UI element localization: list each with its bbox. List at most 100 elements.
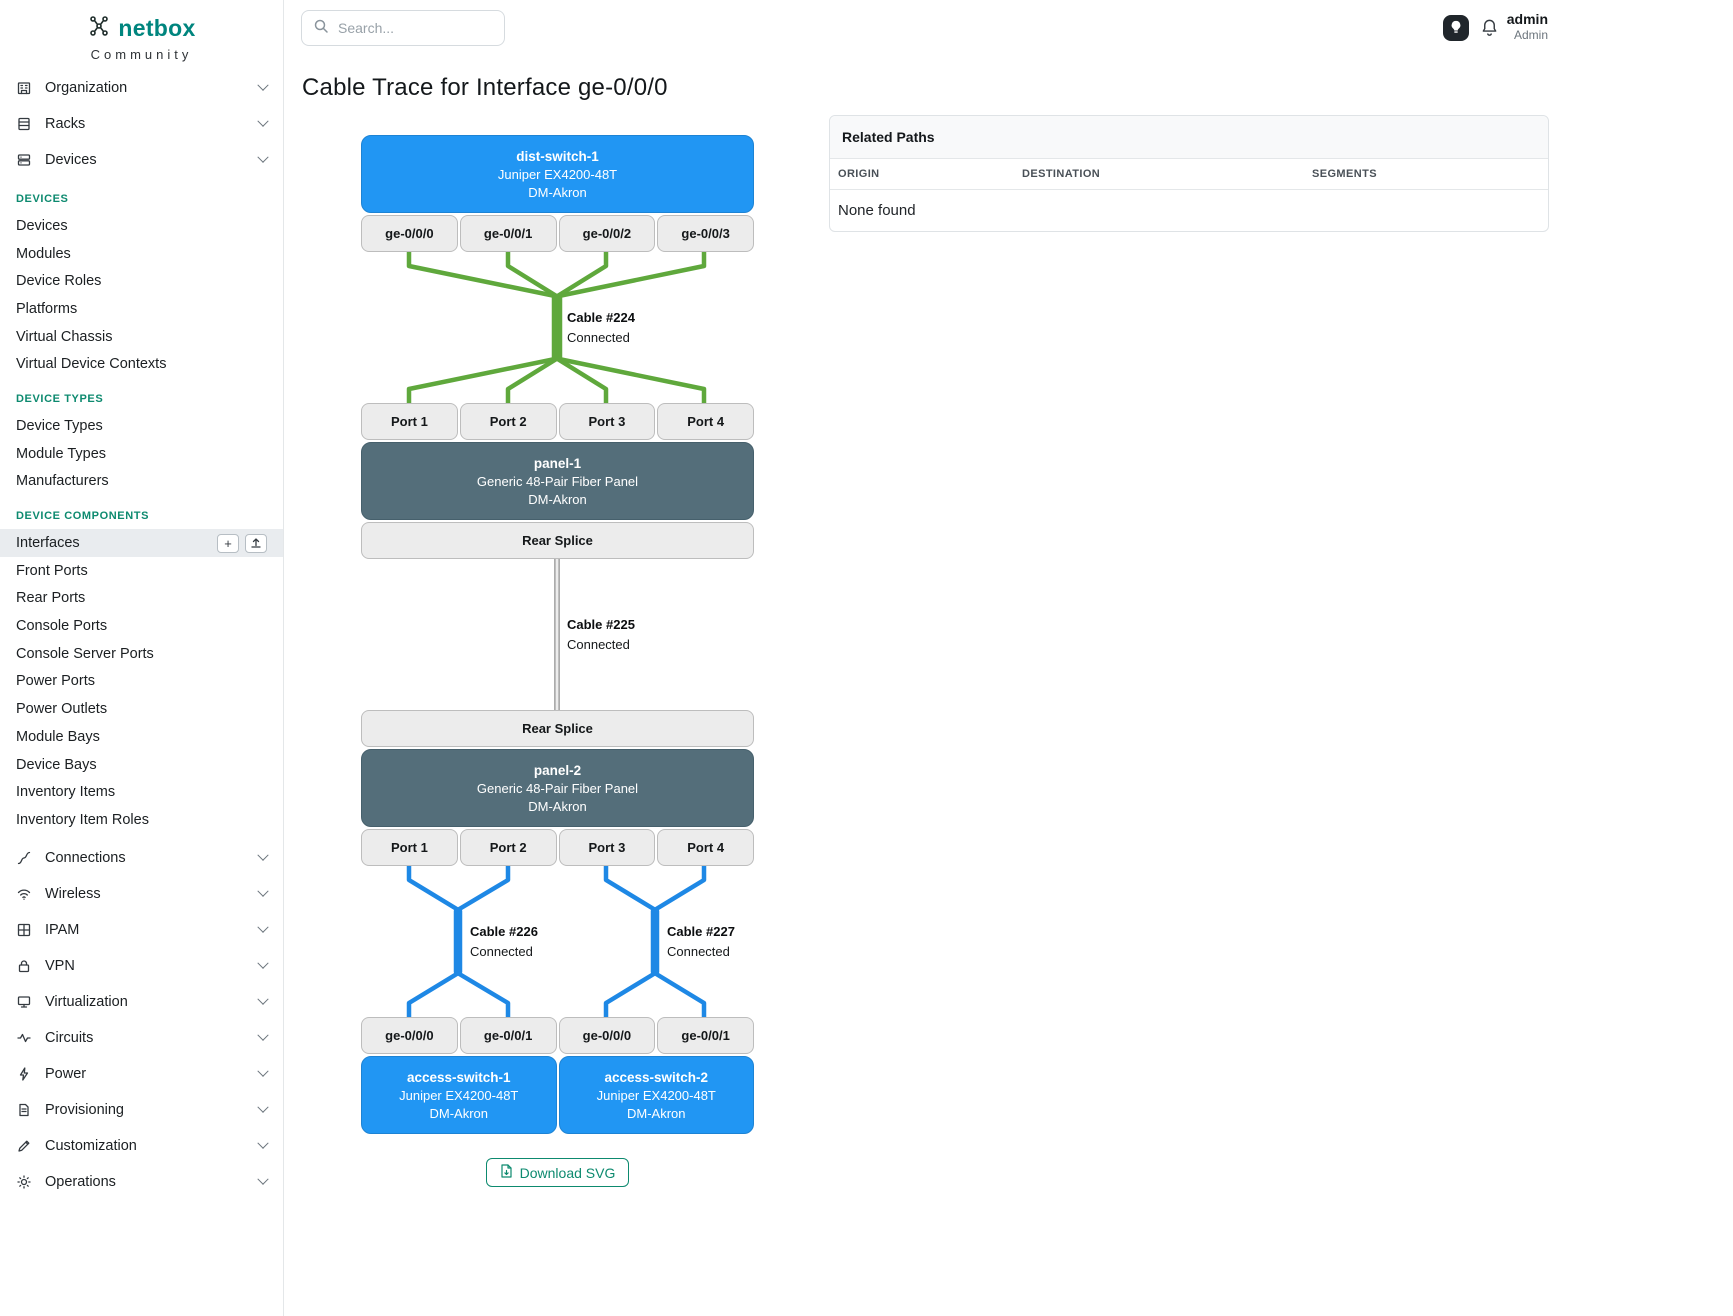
front-port-box[interactable]: Port 3 — [558, 829, 656, 866]
username: admin — [1506, 11, 1548, 27]
device-model: Juniper EX4200-48T — [596, 1087, 716, 1103]
trace-node-panel-1[interactable]: panel-1 Generic 48-Pair Fiber Panel DM-A… — [361, 442, 754, 520]
chevron-down-icon — [257, 151, 269, 163]
sidebar-group-label: IPAM — [45, 921, 80, 938]
sidebar-item-device-bays[interactable]: Device Bays — [16, 756, 97, 773]
cable-226-label[interactable]: Cable #226 Connected — [470, 924, 538, 959]
sidebar-item-power-outlets[interactable]: Power Outlets — [16, 701, 108, 718]
cable-icon — [16, 850, 34, 866]
column-destination: DESTINATION — [1022, 168, 1101, 180]
interface-box[interactable]: ge-0/0/1 — [459, 1017, 557, 1054]
interface-box[interactable]: ge-0/0/3 — [657, 215, 754, 252]
sidebar-item-module-bays[interactable]: Module Bays — [16, 728, 100, 745]
chevron-down-icon — [257, 1173, 269, 1185]
cable-225-label[interactable]: Cable #225 Connected — [567, 617, 635, 652]
sidebar-item-device-roles[interactable]: Device Roles — [16, 273, 102, 290]
sidebar-item-inventory-items[interactable]: Inventory Items — [16, 784, 116, 801]
sidebar-item-operations[interactable]: Operations — [0, 1164, 283, 1200]
trace-node-access-switch-2[interactable]: access-switch-2 Juniper EX4200-48T DM-Ak… — [558, 1056, 754, 1134]
rack-icon — [16, 116, 34, 132]
netbox-logo-icon — [87, 14, 111, 43]
page-title: Cable Trace for Interface ge-0/0/0 — [302, 74, 668, 101]
main-content: admin Admin Cable Trace for Interface ge… — [285, 0, 1733, 1316]
theme-toggle-button[interactable] — [1443, 15, 1469, 41]
front-port-box[interactable]: Port 2 — [459, 829, 557, 866]
sidebar-group-label: Circuits — [45, 1029, 94, 1046]
device-site: DM-Akron — [528, 798, 587, 814]
sidebar-item-provisioning[interactable]: Provisioning — [0, 1092, 283, 1128]
sidebar-item-modules[interactable]: Modules — [16, 245, 71, 262]
sidebar-item-module-types[interactable]: Module Types — [16, 445, 107, 462]
device-name: dist-switch-1 — [516, 148, 599, 164]
interface-box[interactable]: ge-0/0/1 — [459, 215, 557, 252]
interface-box[interactable]: ge-0/0/1 — [657, 1017, 754, 1054]
sidebar-item-customization[interactable]: Customization — [0, 1128, 283, 1164]
interface-box[interactable]: ge-0/0/2 — [558, 215, 656, 252]
sidebar-item-circuits[interactable]: Circuits — [0, 1020, 283, 1056]
user-role: Admin — [1513, 28, 1548, 42]
trace-node-access-switch-1[interactable]: access-switch-1 Juniper EX4200-48T DM-Ak… — [361, 1056, 557, 1134]
sidebar-group-label: Connections — [45, 849, 126, 866]
bolt-icon — [16, 1066, 34, 1082]
front-port-box[interactable]: Port 1 — [361, 829, 458, 866]
logo-text: netbox — [118, 14, 196, 41]
sidebar-item-inventory-item-roles[interactable]: Inventory Item Roles — [16, 811, 149, 828]
sidebar-item-wireless[interactable]: Wireless — [0, 876, 283, 912]
sidebar-item-virtualization[interactable]: Virtualization — [0, 984, 283, 1020]
cable-227-label[interactable]: Cable #227 Connected — [667, 924, 735, 959]
device-site: DM-Akron — [429, 1105, 488, 1121]
sidebar-item-device-types[interactable]: Device Types — [16, 417, 103, 434]
sidebar-item-console-ports[interactable]: Console Ports — [16, 618, 108, 635]
import-interfaces-button[interactable] — [245, 533, 267, 553]
sidebar-item-virtual-chassis[interactable]: Virtual Chassis — [16, 328, 113, 345]
cable-224-label[interactable]: Cable #224 Connected — [567, 310, 635, 345]
front-port-box[interactable]: Port 3 — [558, 403, 656, 440]
sidebar-group-label: Customization — [45, 1137, 137, 1154]
notifications-button[interactable] — [1480, 18, 1499, 40]
sidebar-item-ipam[interactable]: IPAM — [0, 912, 283, 948]
device-site: DM-Akron — [528, 184, 587, 200]
interface-box[interactable]: ge-0/0/0 — [361, 1017, 458, 1054]
interface-box[interactable]: ge-0/0/0 — [361, 215, 458, 252]
front-port-box[interactable]: Port 2 — [459, 403, 557, 440]
search-icon — [313, 18, 329, 39]
front-port-box[interactable]: Port 4 — [657, 829, 754, 866]
trace-node-dist-switch-1[interactable]: dist-switch-1 Juniper EX4200-48T DM-Akro… — [361, 135, 754, 213]
sidebar-item-connections[interactable]: Connections — [0, 840, 283, 876]
interface-box[interactable]: ge-0/0/0 — [558, 1017, 656, 1054]
sidebar-group-label: Devices — [45, 152, 97, 168]
document-icon — [16, 1102, 34, 1118]
sidebar-item-platforms[interactable]: Platforms — [16, 300, 78, 317]
sidebar-item-front-ports[interactable]: Front Ports — [16, 562, 88, 579]
global-search[interactable] — [301, 10, 519, 46]
download-svg-button[interactable]: Download SVG — [485, 1158, 630, 1187]
gear-icon — [16, 1174, 34, 1190]
panel1-rear-port[interactable]: Rear Splice — [361, 522, 754, 559]
sidebar-item-manufacturers[interactable]: Manufacturers — [16, 473, 109, 490]
sidebar-item-rear-ports[interactable]: Rear Ports — [16, 590, 86, 607]
trace-node-panel-2[interactable]: panel-2 Generic 48-Pair Fiber Panel DM-A… — [361, 749, 754, 827]
sidebar-item-power-ports[interactable]: Power Ports — [16, 673, 95, 690]
add-interface-button[interactable]: + — [217, 533, 239, 553]
sidebar-item-organization[interactable]: Organization — [0, 70, 283, 106]
download-svg-label: Download SVG — [519, 1164, 616, 1181]
sidebar-item-interfaces[interactable]: Interfaces + — [0, 529, 283, 557]
sidebar-group-label: Organization — [45, 80, 128, 96]
chevron-down-icon — [257, 849, 269, 861]
sidebar-item-racks[interactable]: Racks — [0, 106, 283, 142]
front-port-box[interactable]: Port 4 — [657, 403, 754, 440]
sidebar-item-power[interactable]: Power — [0, 1056, 283, 1092]
sidebar-item-vpn[interactable]: VPN — [0, 948, 283, 984]
sidebar-item-devices[interactable]: Devices — [16, 217, 68, 234]
access-switch-interfaces: ge-0/0/0 ge-0/0/1 ge-0/0/0 ge-0/0/1 — [361, 1017, 754, 1054]
logo-area[interactable]: netbox Community — [0, 0, 283, 62]
sidebar-item-devices-group[interactable]: Devices — [0, 142, 283, 178]
sidebar-item-virtual-device-contexts[interactable]: Virtual Device Contexts — [16, 356, 167, 373]
panel2-rear-port[interactable]: Rear Splice — [361, 710, 754, 747]
sidebar-item-console-server-ports[interactable]: Console Server Ports — [16, 645, 154, 662]
chevron-down-icon — [257, 1101, 269, 1113]
search-input[interactable] — [338, 20, 519, 36]
front-port-box[interactable]: Port 1 — [361, 403, 458, 440]
monitor-icon — [16, 994, 34, 1010]
user-menu[interactable]: admin Admin — [1460, 11, 1548, 42]
